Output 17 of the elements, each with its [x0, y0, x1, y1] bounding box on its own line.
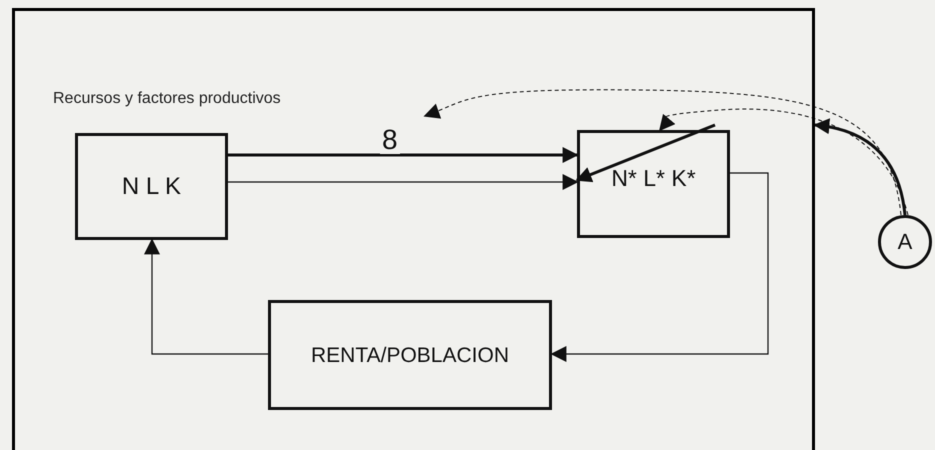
process-box	[268, 300, 552, 410]
node-label: N L K	[122, 174, 182, 198]
arrow	[813, 118, 906, 216]
arrow	[576, 124, 716, 182]
arrow	[144, 238, 268, 355]
arrow	[228, 174, 579, 190]
arrow	[228, 147, 579, 163]
node-label: RENTA/POBLACION	[311, 344, 509, 366]
arrow	[659, 108, 908, 216]
arrow	[424, 89, 902, 216]
node-label: Recursos y factores productivos	[53, 91, 281, 107]
process-box	[75, 133, 228, 240]
node-label: A	[898, 231, 912, 253]
diagram-frame	[12, 8, 815, 450]
process-box	[577, 130, 730, 238]
arrow	[550, 172, 769, 362]
node-label: N* L* K*	[611, 164, 696, 193]
